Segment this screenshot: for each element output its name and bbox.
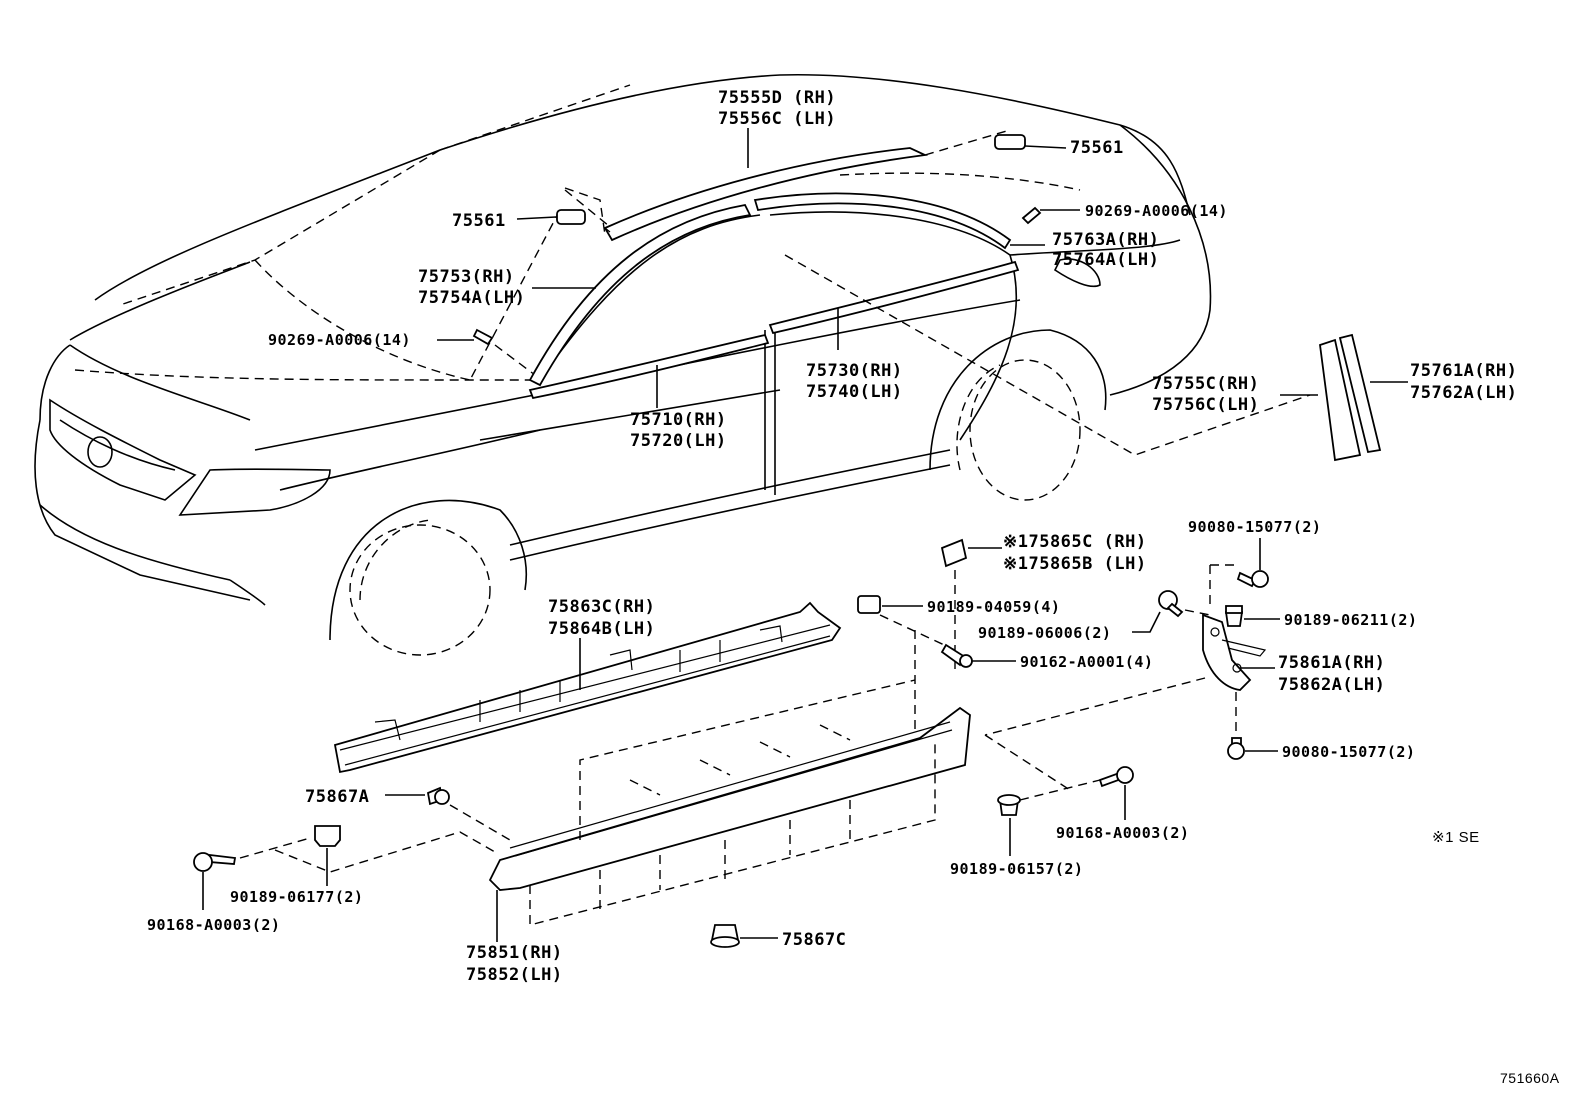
screw-front-label: 90269-A0006(14): [268, 331, 411, 349]
retainer-label-lh: 75864B(LH): [548, 619, 655, 639]
roof-molding: [603, 128, 1081, 242]
clip-06006-icon: [1132, 590, 1211, 633]
frame-front-label-lh: 75754A(LH): [418, 288, 525, 308]
frame-rear-label-lh: 75764A(LH): [1052, 250, 1159, 270]
screw-a0001-label: 90162-A0001(4): [1020, 653, 1153, 671]
car-body-outline: [34, 73, 1212, 656]
clip-06006-label: 90189-06006(2): [978, 624, 1111, 642]
retainer-part: [333, 601, 842, 774]
screw-a0001-icon: [940, 643, 1016, 668]
rocker-panel-part: [488, 679, 971, 942]
clip-04059-label: 90189-04059(4): [927, 598, 1060, 616]
clip-75867a-icon: [385, 786, 511, 841]
mudguard-part: [984, 613, 1275, 736]
frame-front-label-rh: 75753(RH): [418, 267, 515, 287]
clip-rear-icon: [994, 134, 1067, 150]
screw-front-icon: [437, 328, 536, 376]
screw-rear-label: 90269-A0006(14): [1085, 202, 1228, 220]
rocker-label-rh: 75851(RH): [466, 943, 563, 963]
roof-molding-label-rh: 75555D (RH): [718, 88, 836, 108]
belt-front-label-lh: 75720(LH): [630, 431, 727, 451]
mudguard-label-rh: 75861A(RH): [1278, 653, 1385, 673]
clip-06177-label: 90189-06177(2): [230, 888, 363, 906]
footnote-text: ※1 SE: [1432, 829, 1480, 846]
roof-molding-label-lh: 75556C (LH): [718, 109, 836, 129]
clip-75867a-label: 75867A: [305, 787, 369, 807]
belt-front-label-rh: 75710(RH): [630, 410, 727, 430]
pillar-label-rh: 75755C(RH): [1152, 374, 1259, 394]
frame-rear-molding: [753, 192, 1045, 250]
clip-06211-icon: [1224, 605, 1280, 627]
rocker-label-lh: 75852(LH): [466, 965, 563, 985]
belt-rear-molding: [768, 254, 1311, 456]
screw-left-label: 90168-A0003(2): [147, 916, 280, 934]
bolt-top-label: 90080-15077(2): [1188, 518, 1321, 536]
clip-06211-label: 90189-06211(2): [1284, 611, 1417, 629]
clip-06157-label: 90189-06157(2): [950, 860, 1083, 878]
bolt-top-icon: [1209, 538, 1269, 610]
clip-75867c-icon: [710, 924, 778, 948]
clip-front-icon: [516, 187, 606, 236]
clip-04059-icon: [857, 595, 956, 735]
retainer-label-rh: 75863C(RH): [548, 597, 655, 617]
clip-06157-icon: [984, 734, 1101, 856]
screw-right-label: 90168-A0003(2): [1056, 824, 1189, 842]
screw-left-icon: [193, 837, 311, 910]
belt-front-molding: [528, 333, 770, 408]
pillar-garnish-label-lh: 75762A(LH): [1410, 383, 1517, 403]
belt-rear-label-lh: 75740(LH): [806, 382, 903, 402]
clip-front-label: 75561: [452, 211, 506, 231]
clip-rear-label: 75561: [1070, 138, 1124, 158]
mudguard-label-lh: 75862A(LH): [1278, 675, 1385, 695]
screw-right-icon: [1098, 766, 1134, 820]
bolt-bottom-icon: [1227, 737, 1278, 760]
frame-front-molding: [528, 203, 752, 387]
pillar-label-lh: 75756C(LH): [1152, 395, 1259, 415]
screw-rear-icon: [1021, 206, 1080, 225]
bolt-bottom-label: 90080-15077(2): [1282, 743, 1415, 761]
pillar-garnish-label-rh: 75761A(RH): [1410, 361, 1517, 381]
clip-75867c-label: 75867C: [782, 930, 846, 950]
note-part-label-lh: ※175865B (LH): [1003, 554, 1147, 574]
belt-rear-label-rh: 75730(RH): [806, 361, 903, 381]
note-part-label-rh: ※175865C (RH): [1003, 532, 1147, 552]
pillar-garnish-part: [1280, 333, 1408, 462]
clip-06177-icon: [274, 825, 496, 886]
diagram-id: 751660A: [1500, 1070, 1560, 1086]
frame-rear-label-rh: 75763A(RH): [1052, 230, 1159, 250]
